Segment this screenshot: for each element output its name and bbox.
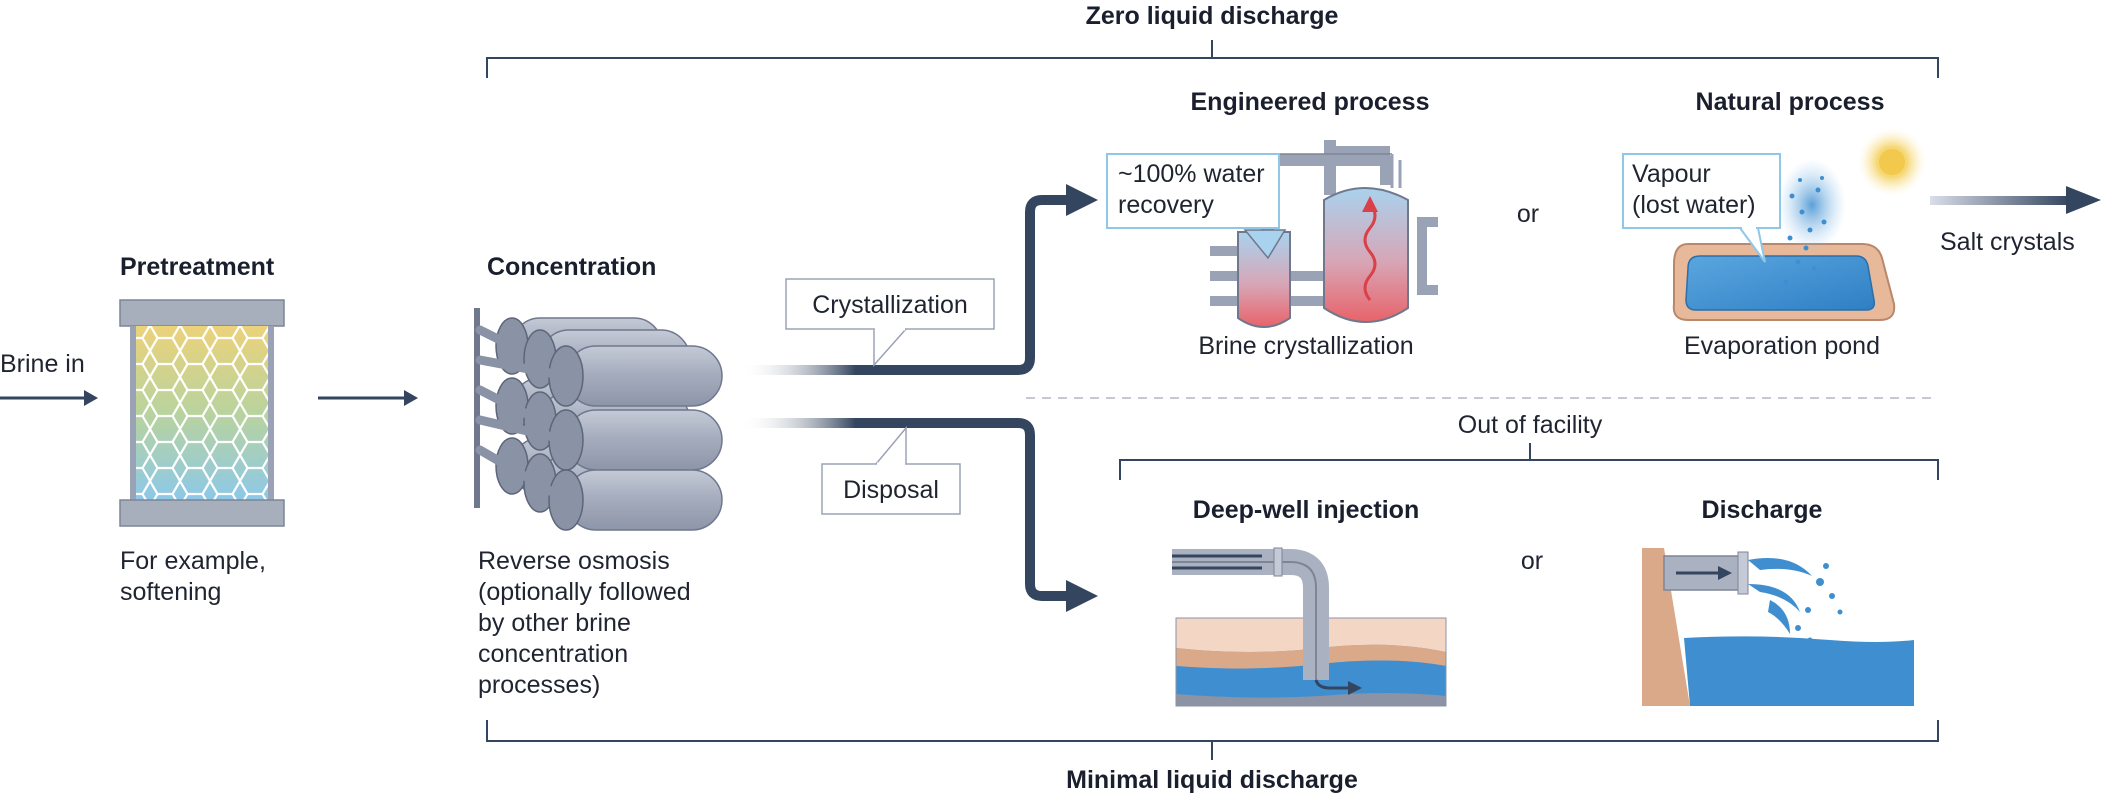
arrow-right-icon — [1066, 580, 1098, 612]
concentration-stage: Concentration — [474, 253, 723, 699]
natural-process-title: Natural process — [1696, 88, 1885, 116]
brine-in-label: Brine in — [0, 350, 85, 378]
discharge-title: Discharge — [1702, 496, 1823, 524]
pretreatment-to-concentration-arrow — [318, 390, 418, 406]
pretreatment-caption-line-1: For example, — [120, 547, 266, 575]
softening-filter-icon — [119, 299, 285, 527]
deep-well-injection-title: Deep-well injection — [1193, 496, 1419, 524]
disposal-label: Disposal — [843, 476, 939, 504]
concentration-caption-line-4: concentration — [478, 640, 628, 668]
evaporation-pond-caption: Evaporation pond — [1684, 332, 1880, 360]
deep-well-injection-icon — [1172, 547, 1447, 707]
brine-crystallizer-icon — [1210, 140, 1438, 328]
vapour-line-2: (lost water) — [1632, 191, 1756, 219]
disposal-route: Disposal — [740, 418, 1098, 612]
concentration-title: Concentration — [487, 253, 656, 281]
crystallization-callout: Crystallization — [785, 278, 995, 367]
arrow-right-icon — [1348, 681, 1362, 695]
concentration-caption-line-1: Reverse osmosis — [478, 547, 670, 575]
water-recovery-line-2: recovery — [1118, 191, 1214, 219]
salt-crystals-label: Salt crystals — [1940, 228, 2075, 256]
reverse-osmosis-membranes-icon — [474, 308, 723, 531]
pretreatment-stage: Pretreatment For example, softening — [119, 253, 285, 606]
salt-crystals-output: Salt crystals — [1930, 186, 2101, 256]
discharge-outfall-icon — [1642, 548, 1914, 706]
arrow-right-icon — [404, 390, 418, 406]
brine-crystallization-caption: Brine crystallization — [1198, 332, 1413, 360]
or-label-lower: or — [1521, 547, 1543, 575]
water-recovery-line-1: ~100% water — [1118, 160, 1265, 188]
pretreatment-title: Pretreatment — [120, 253, 275, 281]
out-of-facility-label: Out of facility — [1458, 411, 1603, 439]
or-label-upper: or — [1517, 200, 1539, 228]
arrow-right-icon — [84, 390, 98, 406]
crystallization-route: Crystallization — [740, 184, 1098, 375]
disposal-callout: Disposal — [821, 425, 961, 515]
vapour-icon — [1778, 159, 1846, 285]
concentration-caption-line-5: processes) — [478, 671, 600, 699]
arrow-right-icon — [1718, 566, 1732, 580]
zero-liquid-discharge-label: Zero liquid discharge — [1086, 2, 1339, 30]
water-recovery-callout: ~100% water recovery — [1106, 153, 1280, 229]
minimal-liquid-discharge-label: Minimal liquid discharge — [1066, 766, 1358, 794]
zero-liquid-discharge-bracket: Zero liquid discharge — [486, 2, 1939, 78]
arrow-right-icon — [1066, 184, 1098, 216]
engineered-process-title: Engineered process — [1191, 88, 1430, 116]
vapour-line-1: Vapour — [1632, 160, 1711, 188]
crystallization-label: Crystallization — [812, 291, 968, 319]
concentration-caption-line-3: by other brine — [478, 609, 631, 637]
arrow-right-icon — [2066, 186, 2101, 214]
brine-inlet: Brine in — [0, 350, 98, 406]
discharge: Discharge — [1642, 496, 1914, 706]
out-of-facility-bracket: Out of facility — [1119, 411, 1939, 480]
natural-process: Natural process Vapour (lost water) Ev — [1622, 88, 1926, 360]
pretreatment-caption-line-2: softening — [120, 578, 221, 606]
minimal-liquid-discharge-bracket: Minimal liquid discharge — [486, 720, 1939, 794]
concentration-caption-line-2: (optionally followed — [478, 578, 691, 606]
sun-icon — [1858, 128, 1926, 196]
deep-well-injection: Deep-well injection — [1172, 496, 1447, 707]
engineered-process: Engineered process — [1106, 88, 1438, 360]
vapour-callout: Vapour (lost water) — [1622, 153, 1781, 263]
